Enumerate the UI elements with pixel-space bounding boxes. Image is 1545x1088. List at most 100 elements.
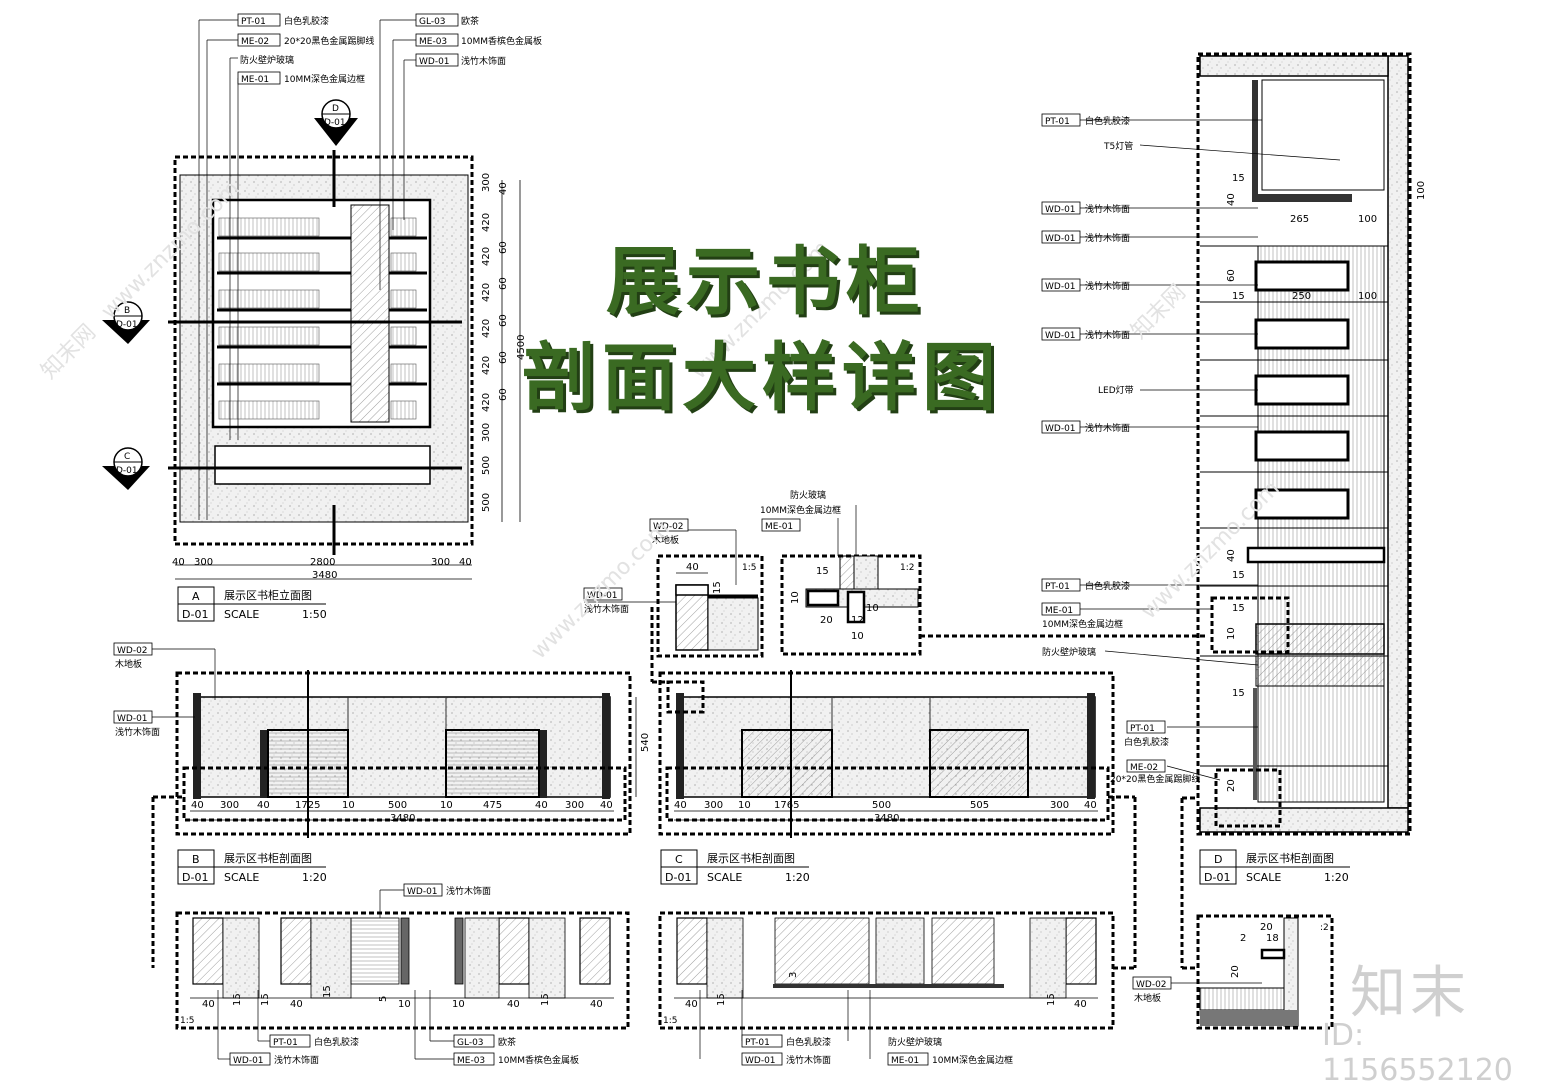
section-b-total: 3480 <box>390 813 415 824</box>
bottom-detail-b <box>151 795 630 1030</box>
detail-glass-frame <box>780 505 1205 656</box>
top-callout-6-code: WD-01 <box>419 57 450 67</box>
detail-wd-side-text: 浅竹木饰面 <box>584 603 629 615</box>
drawing-title-line2: 剖面大样详图 <box>522 335 1002 421</box>
sd-dim-9: 40 <box>1226 549 1237 562</box>
section-c-dim-0: 40 <box>674 800 687 811</box>
section-b-callout-1-text: 浅竹木饰面 <box>115 726 160 738</box>
section-c <box>658 670 1115 838</box>
bottom-c-callout-3-text: 10MM深色金属边框 <box>932 1054 1013 1066</box>
sd-callout-6-text: LED灯带 <box>1098 385 1134 396</box>
elev-dim-0: 300 <box>481 173 492 192</box>
sd-dim-10: 15 <box>1232 570 1245 581</box>
detail-glass-dim-3: 12 <box>851 615 864 626</box>
sd-dim-1: 40 <box>1226 193 1237 206</box>
sd-dim-11: 15 <box>1232 603 1245 614</box>
bottom-b-callout-0-text: 白色乳胶漆 <box>314 1036 359 1048</box>
section-c-dim-4: 500 <box>872 800 891 811</box>
section-b-dim-7: 475 <box>483 800 502 811</box>
bottom-c-callout-3-code: ME-01 <box>891 1056 919 1066</box>
sd-callout-5-code: WD-01 <box>1045 331 1076 341</box>
bottom-detail-c <box>658 795 1137 1059</box>
marker-b-sheet: D-01 <box>116 320 138 330</box>
bottom-d-scale: :2 <box>1320 923 1329 933</box>
elev-bottom-2: 2800 <box>310 557 335 568</box>
sd-dim-14: 20 <box>1226 779 1237 792</box>
top-callout-1-code: ME-02 <box>241 37 269 47</box>
view-d-scale: 1:20 <box>1324 871 1349 884</box>
sd-dim-0: 15 <box>1232 173 1245 184</box>
sd-callout-3-text: 浅竹木饰面 <box>1085 232 1130 244</box>
shelf-lines <box>217 236 427 386</box>
elev-dim-8: 500 <box>481 456 492 475</box>
detail-glass-dim-0: 15 <box>816 566 829 577</box>
section-b-height: 540 <box>640 733 651 752</box>
top-callout-2-text: 防火壁炉玻璃 <box>240 54 294 66</box>
bottom-c-callout-2-text: 防火壁炉玻璃 <box>888 1036 942 1048</box>
top-callout-4-code: GL-03 <box>419 17 446 27</box>
sd-callout-12-code: PT-01 <box>1130 724 1155 734</box>
view-title-d <box>1199 849 1350 885</box>
bottom-b-dim-1: 15 <box>232 993 243 1006</box>
elevation-a <box>168 150 521 555</box>
bottom-d-dim-3: 20 <box>1230 965 1241 978</box>
section-b-dim-3: 1725 <box>295 800 320 811</box>
sd-callout-0-text: 白色乳胶漆 <box>1085 115 1130 127</box>
elev-inner-3: 60 <box>498 314 509 327</box>
detail-glass-dim-2: 20 <box>820 615 833 626</box>
elev-dim-3: 420 <box>481 283 492 302</box>
bottom-b-dim-9: 15 <box>540 993 551 1006</box>
bottom-b-top-callout-text: 浅竹木饰面 <box>446 885 491 897</box>
bottom-b-dim-7: 10 <box>452 999 465 1010</box>
section-c-total: 3480 <box>874 813 899 824</box>
sd-callout-2-text: 浅竹木饰面 <box>1085 203 1130 215</box>
section-b-dim-6: 10 <box>440 800 453 811</box>
top-callout-5-code: ME-03 <box>419 37 447 47</box>
bottom-b-dim-5: 5 <box>378 996 389 1002</box>
view-title-c <box>660 849 809 885</box>
elev-dim-9: 500 <box>481 493 492 512</box>
detail-wd-callout-text: 木地板 <box>652 534 679 546</box>
bottom-b-scale: 1:5 <box>180 1016 194 1026</box>
elev-bottom-0: 40 <box>172 557 185 568</box>
marker-b-letter: B <box>124 306 130 316</box>
view-c-name: 展示区书柜剖面图 <box>707 851 795 865</box>
bottom-b-dim-8: 40 <box>507 999 520 1010</box>
section-b-callout-1-code: WD-01 <box>117 714 148 724</box>
section-b-dim-5: 500 <box>388 800 407 811</box>
sd-dim-12: 10 <box>1226 627 1237 640</box>
book-rows <box>218 217 417 420</box>
view-a-sheet: D-01 <box>182 608 208 621</box>
view-c-scale: 1:20 <box>785 871 810 884</box>
sd-callout-8-code: PT-01 <box>1045 582 1070 592</box>
detail-glass-callout-2: ME-01 <box>765 522 793 532</box>
section-marker-d <box>314 99 358 146</box>
detail-wd-callout-code: WD-02 <box>653 522 684 532</box>
bottom-b-dim-3: 40 <box>290 999 303 1010</box>
section-marker-c <box>102 447 150 490</box>
bottom-c-callout-0-code: PT-01 <box>745 1038 770 1048</box>
marker-c-sheet: D-01 <box>116 466 138 476</box>
bottom-c-dim-0: 40 <box>685 999 698 1010</box>
bottom-b-callout-3-code: ME-03 <box>457 1056 485 1066</box>
bottom-b-dim-4: 15 <box>322 985 333 998</box>
sd-callout-7-text: 浅竹木饰面 <box>1085 422 1130 434</box>
watermark-id: ID: 1156552120 <box>1322 1018 1513 1088</box>
detail-wd-dim-1: 15 <box>712 581 723 594</box>
section-c-dim-2: 10 <box>738 800 751 811</box>
sd-dim-6: 15 <box>1232 291 1245 302</box>
elev-dim-6: 420 <box>481 393 492 412</box>
view-a-letter: A <box>192 590 200 603</box>
sd-callout-4-code: WD-01 <box>1045 282 1076 292</box>
sd-dim-7: 250 <box>1292 291 1311 302</box>
sd-callout-4-text: 浅竹木饰面 <box>1085 280 1130 292</box>
sd-callout-11-text: 防火壁炉玻璃 <box>1042 646 1096 658</box>
bottom-b-leaders <box>217 990 454 1060</box>
bottom-c-callout-1-text: 浅竹木饰面 <box>786 1054 831 1066</box>
section-b <box>175 670 637 838</box>
bottom-d-callout-text: 木地板 <box>1134 992 1161 1004</box>
view-a-scale: 1:50 <box>302 608 327 621</box>
sd-callout-7-code: WD-01 <box>1045 424 1076 434</box>
top-callout-3-code: ME-01 <box>241 75 269 85</box>
view-d-sheet: D-01 <box>1204 871 1230 884</box>
